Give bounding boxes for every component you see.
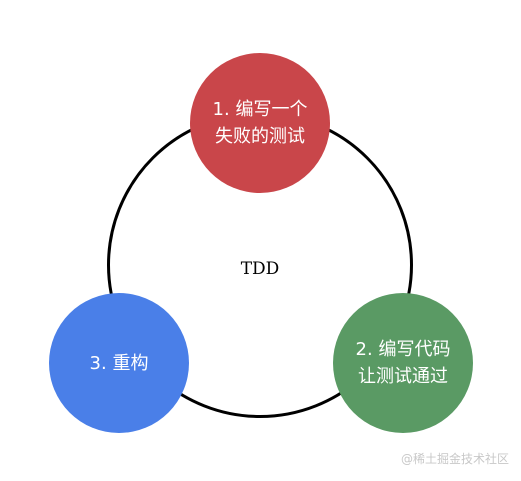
watermark: @稀土掘金技术社区 [400,452,509,466]
step-label: 2. 编写代码让测试通过 [355,339,451,387]
step-refactor: 3. 重构 [49,293,189,433]
step-label: 1. 编写一个失败的测试 [212,99,308,147]
center-label: TDD [240,259,280,279]
step-label: 3. 重构 [89,352,149,374]
step-write-failing-test: 1. 编写一个失败的测试 [190,53,330,193]
step-make-test-pass: 2. 编写代码让测试通过 [333,293,473,433]
